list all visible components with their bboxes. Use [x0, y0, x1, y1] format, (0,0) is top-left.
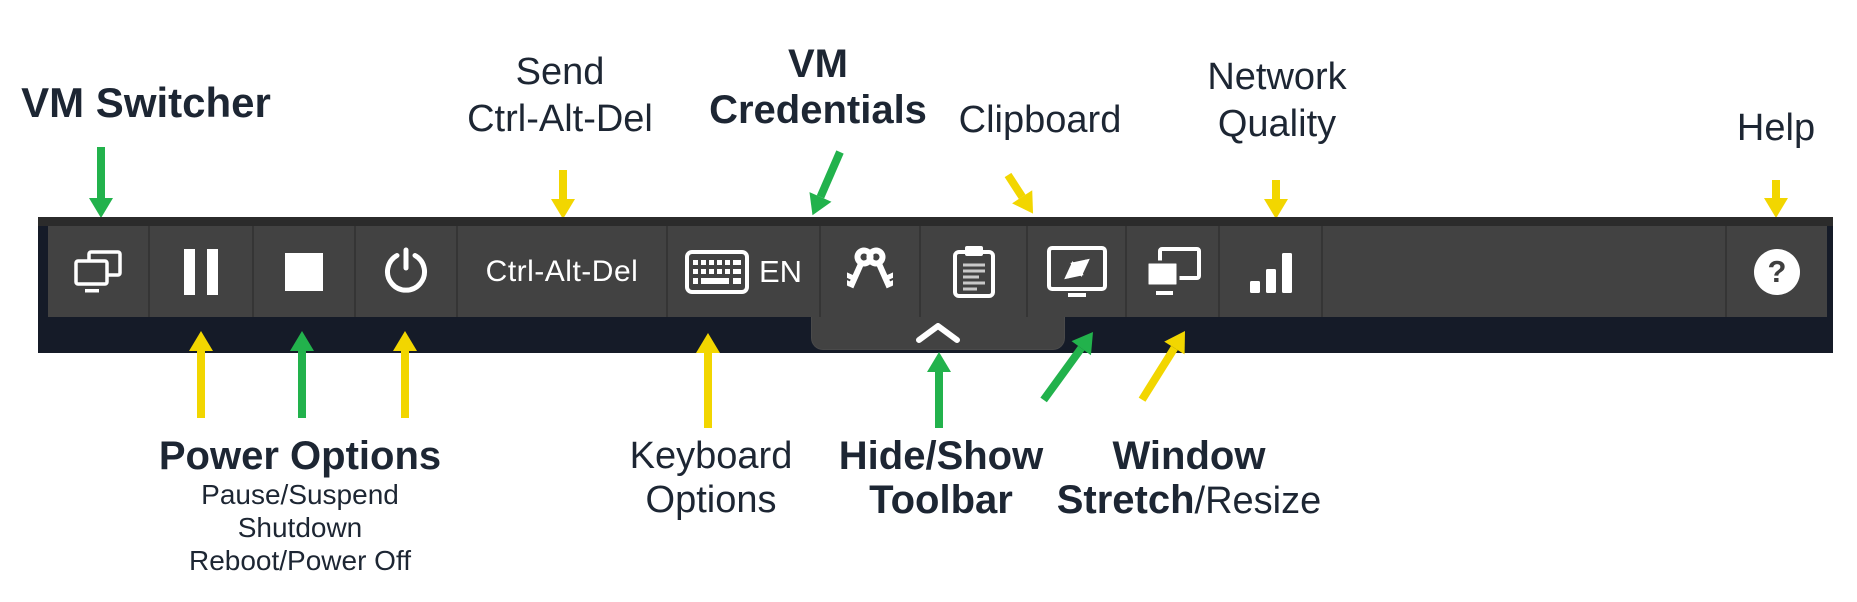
signal-bars-icon [1249, 250, 1292, 294]
hide-show-toolbar-tab[interactable] [811, 317, 1065, 350]
vm-credentials-label-line1: VM [787, 42, 848, 86]
hide-show-toolbar-label-line1: Hide/Show [838, 434, 1044, 478]
pause-icon [184, 248, 218, 295]
keyboard-options-button[interactable]: EN [666, 226, 819, 317]
clipboard-label: Clipboard [958, 99, 1122, 141]
ctrl-alt-del-button[interactable]: Ctrl-Alt-Del [456, 226, 666, 317]
keyboard-options-label-line1: Keyboard [629, 435, 793, 477]
toolbar-button-row: Ctrl-Alt-Del EN [48, 226, 1827, 317]
vm-credentials-button[interactable] [819, 226, 919, 317]
window-stretch-label-line2: Stretch/Resize [1056, 478, 1322, 522]
overlapping-windows-icon [1145, 246, 1201, 297]
arrow-to-ctrl-alt-del [551, 170, 575, 219]
reboot-power-off-button[interactable] [354, 226, 456, 317]
hide-show-toolbar-label-line2: Toolbar [869, 478, 1013, 522]
arrow-to-stop [290, 331, 314, 418]
network-quality-label: Network Quality [1207, 54, 1346, 148]
ctrl-alt-del-button-label: Ctrl-Alt-Del [485, 254, 639, 288]
hide-show-toolbar-label: Hide/Show Toolbar [839, 434, 1043, 522]
power-options-label: Power Options Pause/Suspend Shutdown Reb… [159, 434, 441, 577]
help-label: Help [1736, 107, 1816, 149]
window-stretch-button[interactable] [1026, 226, 1125, 317]
network-quality-label-line1: Network [1207, 56, 1347, 98]
keyboard-options-label-line2: Options [645, 479, 777, 521]
keyboard-language-label: EN [758, 253, 803, 289]
keyboard-options-label: Keyboard Options [630, 434, 793, 522]
send-ctrl-alt-del-label: Send Ctrl-Alt-Del [467, 49, 653, 143]
toolbar-top-border [38, 217, 1833, 226]
keyboard-icon [684, 249, 749, 294]
window-stretch-label-line1: Window [1112, 434, 1266, 478]
arrow-to-clipboard [998, 168, 1044, 221]
vm-switcher-button[interactable] [48, 226, 148, 317]
window-stretch-resize-label: Window Stretch/Resize [1057, 434, 1322, 523]
arrow-to-pause [189, 331, 213, 418]
network-quality-button[interactable] [1218, 226, 1321, 317]
arrow-to-network-quality [1264, 180, 1288, 219]
chevron-up-icon [916, 323, 960, 343]
power-options-item: Reboot/Power Off [188, 545, 412, 576]
network-quality-label-line2: Quality [1217, 103, 1337, 145]
vm-credentials-label-line2: Credentials [709, 88, 927, 132]
help-button[interactable]: ? [1725, 226, 1827, 317]
window-resize-button[interactable] [1125, 226, 1218, 317]
vm-console-toolbar: Ctrl-Alt-Del EN [38, 217, 1833, 353]
clipboard-button[interactable] [919, 226, 1026, 317]
arrow-to-help [1764, 180, 1788, 218]
arrow-to-power [393, 331, 417, 418]
send-ctrl-alt-del-label-line1: Send [515, 51, 605, 93]
send-ctrl-alt-del-label-line2: Ctrl-Alt-Del [467, 98, 653, 140]
shutdown-button[interactable] [252, 226, 354, 317]
toolbar-spacer [1321, 226, 1725, 317]
stop-icon [285, 252, 323, 291]
screen-stretch-icon [1046, 245, 1107, 298]
power-options-item: Pause/Suspend [201, 479, 399, 510]
power-icon [381, 247, 431, 297]
power-options-title: Power Options [158, 434, 442, 478]
arrow-to-vm-credentials [801, 147, 851, 221]
vm-switcher-icon [72, 249, 124, 295]
arrow-to-toolbar-tab [927, 352, 951, 428]
vm-switcher-label: VM Switcher [21, 79, 271, 126]
arrow-to-keyboard [696, 333, 720, 428]
power-options-item: Shutdown [237, 512, 363, 543]
vm-credentials-label: VM Credentials [709, 41, 927, 133]
arrow-to-vm-switcher [89, 147, 113, 218]
pause-suspend-button[interactable] [148, 226, 252, 317]
keys-icon [847, 245, 893, 299]
clipboard-icon [952, 245, 996, 299]
question-mark-icon: ? [1754, 248, 1800, 295]
